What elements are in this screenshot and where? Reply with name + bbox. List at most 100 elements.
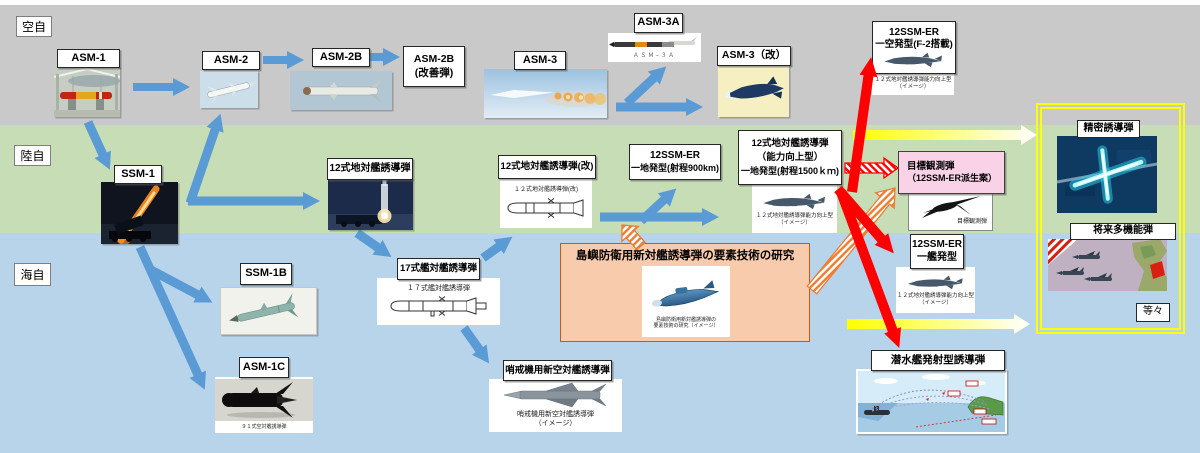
node-type12-up-line3: 一地発型(射程1500ｋｍ) <box>740 165 840 176</box>
asm1c-image-panel: ９１式空対艦誘導弾 <box>215 377 313 433</box>
node-asm3-kai-label: ASM-3（改） <box>721 49 787 62</box>
type12-launch-art <box>328 178 413 230</box>
node-asm3-kai: ASM-3（改） <box>717 46 791 66</box>
island-defense-caption1: 島嶼防衛用新対艦誘導弾の <box>655 316 716 323</box>
node-asm3: ASM-3 <box>514 51 566 70</box>
island-defense-title: 島嶼防衛用新対艦誘導弾の要素技術の研究 <box>575 250 795 262</box>
island-defense-missile-art <box>652 279 720 307</box>
node-submarine-launched: 潜水艦発射型誘導弾 <box>871 350 1005 371</box>
type12-kai-image-panel: １２式地対艦誘導弾(改) <box>500 177 592 228</box>
node-target-observation-line1: 目標観測弾 <box>907 160 955 172</box>
patrol-missile-art <box>503 382 606 408</box>
type12-up-caption1: １２式地対艦誘導弾能力向上型 <box>755 212 833 219</box>
node-asm2b-label: ASM-2B <box>319 50 363 63</box>
node-asm2b: ASM-2B <box>312 48 370 67</box>
node-er-ground: 12SSM-ER 一地発型(射程900km) <box>629 144 721 180</box>
node-er-ship-line1: 12SSM-ER <box>911 239 962 250</box>
er-air-missile-art <box>884 52 942 68</box>
type12-up-missile-art <box>762 193 825 209</box>
band-ground <box>0 125 1200 233</box>
band-label-maritime-text: 海自 <box>20 268 45 282</box>
island-defense-caption2: 要素技術の研究（イメージ） <box>653 323 719 329</box>
patrol-image-panel: 哨戒機用新空対艦誘導弾 （イメージ） <box>489 379 622 432</box>
node-er-ship-line2: 一艦発型 <box>917 251 957 263</box>
node-asm3a-label: ASM-3A <box>637 16 680 29</box>
type17-drawing <box>389 296 486 317</box>
node-er-ship: 12SSM-ER 一艦発型 <box>910 234 964 269</box>
er-ship-caption2: （イメージ） <box>919 299 952 306</box>
ssm1-photo <box>101 182 178 244</box>
node-ssm1-label: SSM-1 <box>121 167 155 180</box>
node-type12: 12式地対艦誘導弾 <box>327 158 413 180</box>
target-observation-caption: 目標観測弾 <box>956 218 987 225</box>
asm2-art <box>200 71 258 108</box>
node-type17: 17式艦対艦誘導弾 <box>397 258 480 280</box>
future-systems-container <box>1036 103 1185 334</box>
er-air-caption1: １２式地対艦誘導弾能力向上型 <box>874 76 952 83</box>
ssm1b-photo <box>220 287 317 335</box>
asm1-hangar-art <box>54 66 120 117</box>
node-type17-label: 17式艦対艦誘導弾 <box>399 263 478 275</box>
node-precision-label: 精密誘導弾 <box>1083 122 1134 134</box>
type12-kai-caption: １２式地対艦誘導弾(改) <box>514 187 578 194</box>
node-asm2b-kai-line1: ASM-2B <box>413 53 455 66</box>
target-observation-drone-art <box>921 195 981 218</box>
er-ship-image-panel: １２式地対艦誘導弾能力向上型 （イメージ） <box>896 267 975 313</box>
submarine-scenario-art <box>858 371 1005 432</box>
node-target-observation: 目標観測弾 （12SSM-ER派生案） <box>898 151 1005 194</box>
node-type12-up-line2: （能力向上型） <box>756 151 824 163</box>
type12-up-image-panel: １２式地対艦誘導弾能力向上型 （イメージ） <box>752 185 837 233</box>
asm3-kai-art <box>718 64 789 117</box>
node-asm1c: ASM-1C <box>239 357 289 378</box>
node-asm2: ASM-2 <box>202 51 260 70</box>
asm3a-art <box>608 35 701 53</box>
type17-image-panel: １７式艦対艦誘導弾 <box>377 278 500 325</box>
asm2b-photo <box>290 71 392 110</box>
type17-caption: １７式艦対艦誘導弾 <box>407 284 470 292</box>
ssm1-launch-art <box>101 182 178 244</box>
node-type12-kai: 12式地対艦誘導弾(改) <box>498 155 596 179</box>
node-submarine-label: 潜水艦発射型誘導弾 <box>890 353 986 366</box>
node-asm1-label: ASM-1 <box>71 51 106 64</box>
node-future-multirole: 将来多機能弾 <box>1070 223 1176 240</box>
type12-kai-drawing <box>507 197 584 218</box>
band-label-ground: 陸自 <box>14 145 51 166</box>
node-asm3a: ASM-3A <box>634 13 683 33</box>
node-er-air-line1: 12SSM-ER <box>888 26 939 38</box>
er-ship-caption1: １２式地対艦誘導弾能力向上型 <box>896 292 974 299</box>
node-asm3-label: ASM-3 <box>522 53 558 66</box>
precision-guided-art <box>1057 136 1157 213</box>
patrol-caption2: （イメージ） <box>534 420 577 427</box>
node-ssm1b-label: SSM-1B <box>245 267 287 280</box>
node-etc-label: 等々 <box>1143 306 1163 318</box>
node-asm2b-kai-line2: (改善弾) <box>414 66 454 79</box>
asm1c-caption: ９１式空対艦誘導弾 <box>241 424 287 431</box>
future-systems-inner-border <box>1040 107 1181 330</box>
node-patrol-label: 哨戒機用新空対艦誘導弾 <box>505 364 610 376</box>
band-label-ground-text: 陸自 <box>20 149 45 163</box>
asm2-photo <box>200 71 258 108</box>
node-etc: 等々 <box>1136 303 1170 322</box>
node-asm2-label: ASM-2 <box>213 53 249 66</box>
node-type12-kai-label: 12式地対艦誘導弾(改) <box>500 161 594 173</box>
band-label-maritime: 海自 <box>14 263 51 286</box>
patrol-caption1: 哨戒機用新空対艦誘導弾 <box>517 411 594 419</box>
node-asm1: ASM-1 <box>57 49 120 68</box>
node-type12-up: 12式地対艦誘導弾 （能力向上型） 一地発型(射程1500ｋｍ) <box>738 130 842 185</box>
node-er-ground-line1: 12SSM-ER <box>649 150 700 162</box>
node-ssm1: SSM-1 <box>114 165 162 184</box>
type12-up-caption2: （イメージ） <box>778 219 811 226</box>
precision-guided-photo <box>1057 136 1157 213</box>
asm3a-image-panel: ＡＳＭ−３Ａ <box>608 33 701 62</box>
node-patrol-missile: 哨戒機用新空対艦誘導弾 <box>503 360 612 381</box>
band-label-air: 空自 <box>16 16 52 37</box>
node-asm1c-label: ASM-1C <box>242 360 286 373</box>
asm3-kai-photo <box>718 64 789 117</box>
node-asm2b-kai: ASM-2B (改善弾) <box>403 46 465 87</box>
node-er-ground-line2: 一地発型(射程900km) <box>630 162 720 173</box>
ssm1b-art <box>229 293 299 322</box>
node-ssm1b: SSM-1B <box>240 263 292 285</box>
asm1c-art <box>215 379 313 422</box>
asm1-photo <box>54 66 120 117</box>
er-ship-missile-art <box>907 275 963 289</box>
